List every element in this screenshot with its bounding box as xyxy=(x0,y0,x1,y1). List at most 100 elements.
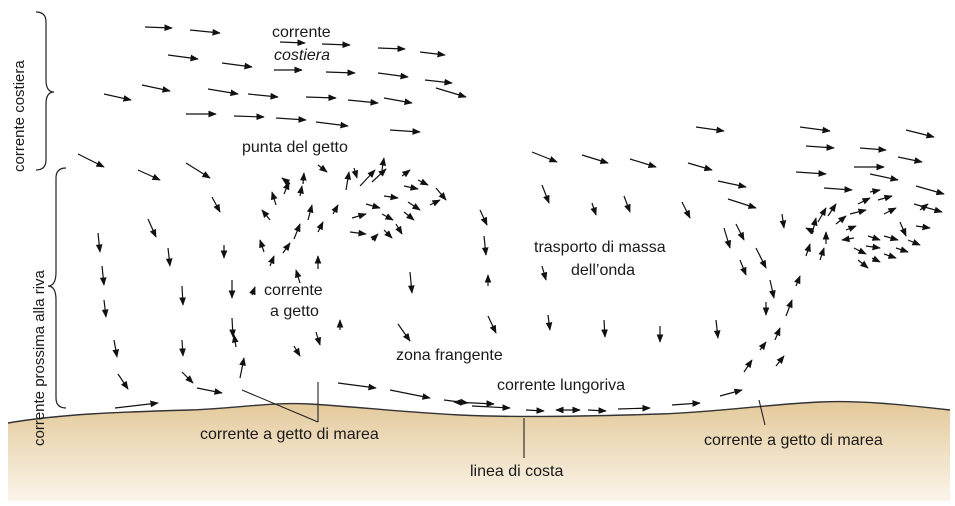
current-arrow xyxy=(275,116,307,123)
current-arrow xyxy=(717,180,747,189)
current-arrow xyxy=(365,202,381,210)
current-arrow xyxy=(141,84,171,93)
current-arrow xyxy=(293,345,301,357)
current-arrow xyxy=(853,247,867,255)
current-arrow xyxy=(775,355,785,367)
current-arrow xyxy=(331,204,339,215)
current-arrow xyxy=(869,188,881,195)
current-arrow xyxy=(347,98,379,106)
current-arrow xyxy=(424,78,453,86)
current-arrow xyxy=(471,404,511,411)
current-arrow xyxy=(112,339,119,358)
current-arrow xyxy=(723,227,732,249)
current-arrow xyxy=(623,195,631,213)
current-arrow xyxy=(295,269,302,284)
nearshore-current-brace xyxy=(47,167,67,409)
coastal-current-label-1: corrente xyxy=(272,24,331,41)
current-arrow xyxy=(859,146,887,153)
current-arrow xyxy=(629,158,657,168)
current-arrow xyxy=(545,314,553,331)
shoreline-line xyxy=(7,400,951,424)
current-arrow xyxy=(221,62,253,70)
current-arrow xyxy=(915,185,945,196)
current-arrow xyxy=(540,265,548,281)
current-arrow xyxy=(239,357,246,379)
current-arrow xyxy=(453,399,495,407)
current-arrow xyxy=(913,203,943,214)
longshore-current-label: corrente lungoriva xyxy=(497,377,625,394)
current-arrow xyxy=(101,299,109,318)
current-arrow xyxy=(429,199,441,207)
current-arrow xyxy=(541,184,550,204)
side-nearshore-current-label: corrente prossima alla riva xyxy=(31,269,48,446)
current-arrow xyxy=(818,247,825,261)
current-arrow xyxy=(581,154,609,164)
current-arrows xyxy=(77,24,945,414)
current-arrow xyxy=(713,319,721,339)
current-arrow xyxy=(383,193,399,201)
current-arrow xyxy=(905,129,935,139)
current-arrow xyxy=(167,54,199,62)
side-coastal-current-label: corrente costiera xyxy=(11,60,28,172)
current-arrow xyxy=(377,72,409,80)
beach xyxy=(8,401,950,501)
current-arrow xyxy=(743,359,753,373)
coastal-current-brace xyxy=(35,11,55,171)
current-arrow xyxy=(687,162,713,172)
current-arrow xyxy=(671,400,701,407)
current-arrow xyxy=(207,88,239,97)
current-arrow xyxy=(305,94,337,102)
current-arrow xyxy=(189,28,221,36)
rip-current-label-2: a getto xyxy=(270,303,319,320)
wave-mass-transport-label-1: trasporto di massa xyxy=(534,239,666,256)
current-arrow xyxy=(435,187,447,201)
current-arrow xyxy=(370,233,379,242)
current-arrow xyxy=(785,299,793,317)
current-arrow xyxy=(849,208,867,216)
current-arrow xyxy=(681,201,691,219)
current-arrow xyxy=(695,126,725,134)
current-arrow xyxy=(381,213,394,221)
current-arrow xyxy=(165,247,173,267)
current-arrow xyxy=(417,178,429,186)
current-arrow xyxy=(435,87,467,99)
current-arrow xyxy=(229,317,236,338)
current-arrow xyxy=(383,229,393,239)
current-arrow xyxy=(389,389,431,400)
current-arrow xyxy=(315,121,349,129)
current-arrow xyxy=(268,255,275,267)
current-arrow xyxy=(395,223,403,235)
current-arrow xyxy=(877,194,893,202)
current-arrow xyxy=(479,209,488,226)
current-arrow xyxy=(487,315,497,334)
current-arrow xyxy=(379,157,387,171)
current-arrow xyxy=(915,223,931,231)
current-arrow xyxy=(231,334,239,348)
current-arrow xyxy=(403,211,415,221)
current-arrow xyxy=(779,213,787,229)
current-arrow xyxy=(895,246,909,253)
current-arrow xyxy=(279,39,306,47)
current-arrow xyxy=(306,204,314,221)
current-arrow xyxy=(835,215,847,225)
current-arrow xyxy=(249,286,256,296)
current-arrow xyxy=(827,203,837,217)
current-arrow xyxy=(799,126,831,134)
current-arrow xyxy=(144,24,173,32)
current-arrow xyxy=(297,185,304,197)
current-arrow xyxy=(321,41,351,49)
current-arrow xyxy=(99,265,107,286)
current-arrow xyxy=(383,97,413,105)
current-arrow xyxy=(601,319,608,338)
current-arrow xyxy=(247,92,279,100)
current-arrow xyxy=(817,207,827,223)
current-arrow xyxy=(282,242,291,254)
current-arrow xyxy=(293,223,301,240)
current-arrow xyxy=(314,331,321,346)
current-arrow xyxy=(317,164,328,173)
current-arrow xyxy=(281,177,291,186)
rip-current-label-1: corrente xyxy=(264,282,323,299)
current-arrow xyxy=(845,225,857,232)
current-arrow xyxy=(377,45,406,53)
